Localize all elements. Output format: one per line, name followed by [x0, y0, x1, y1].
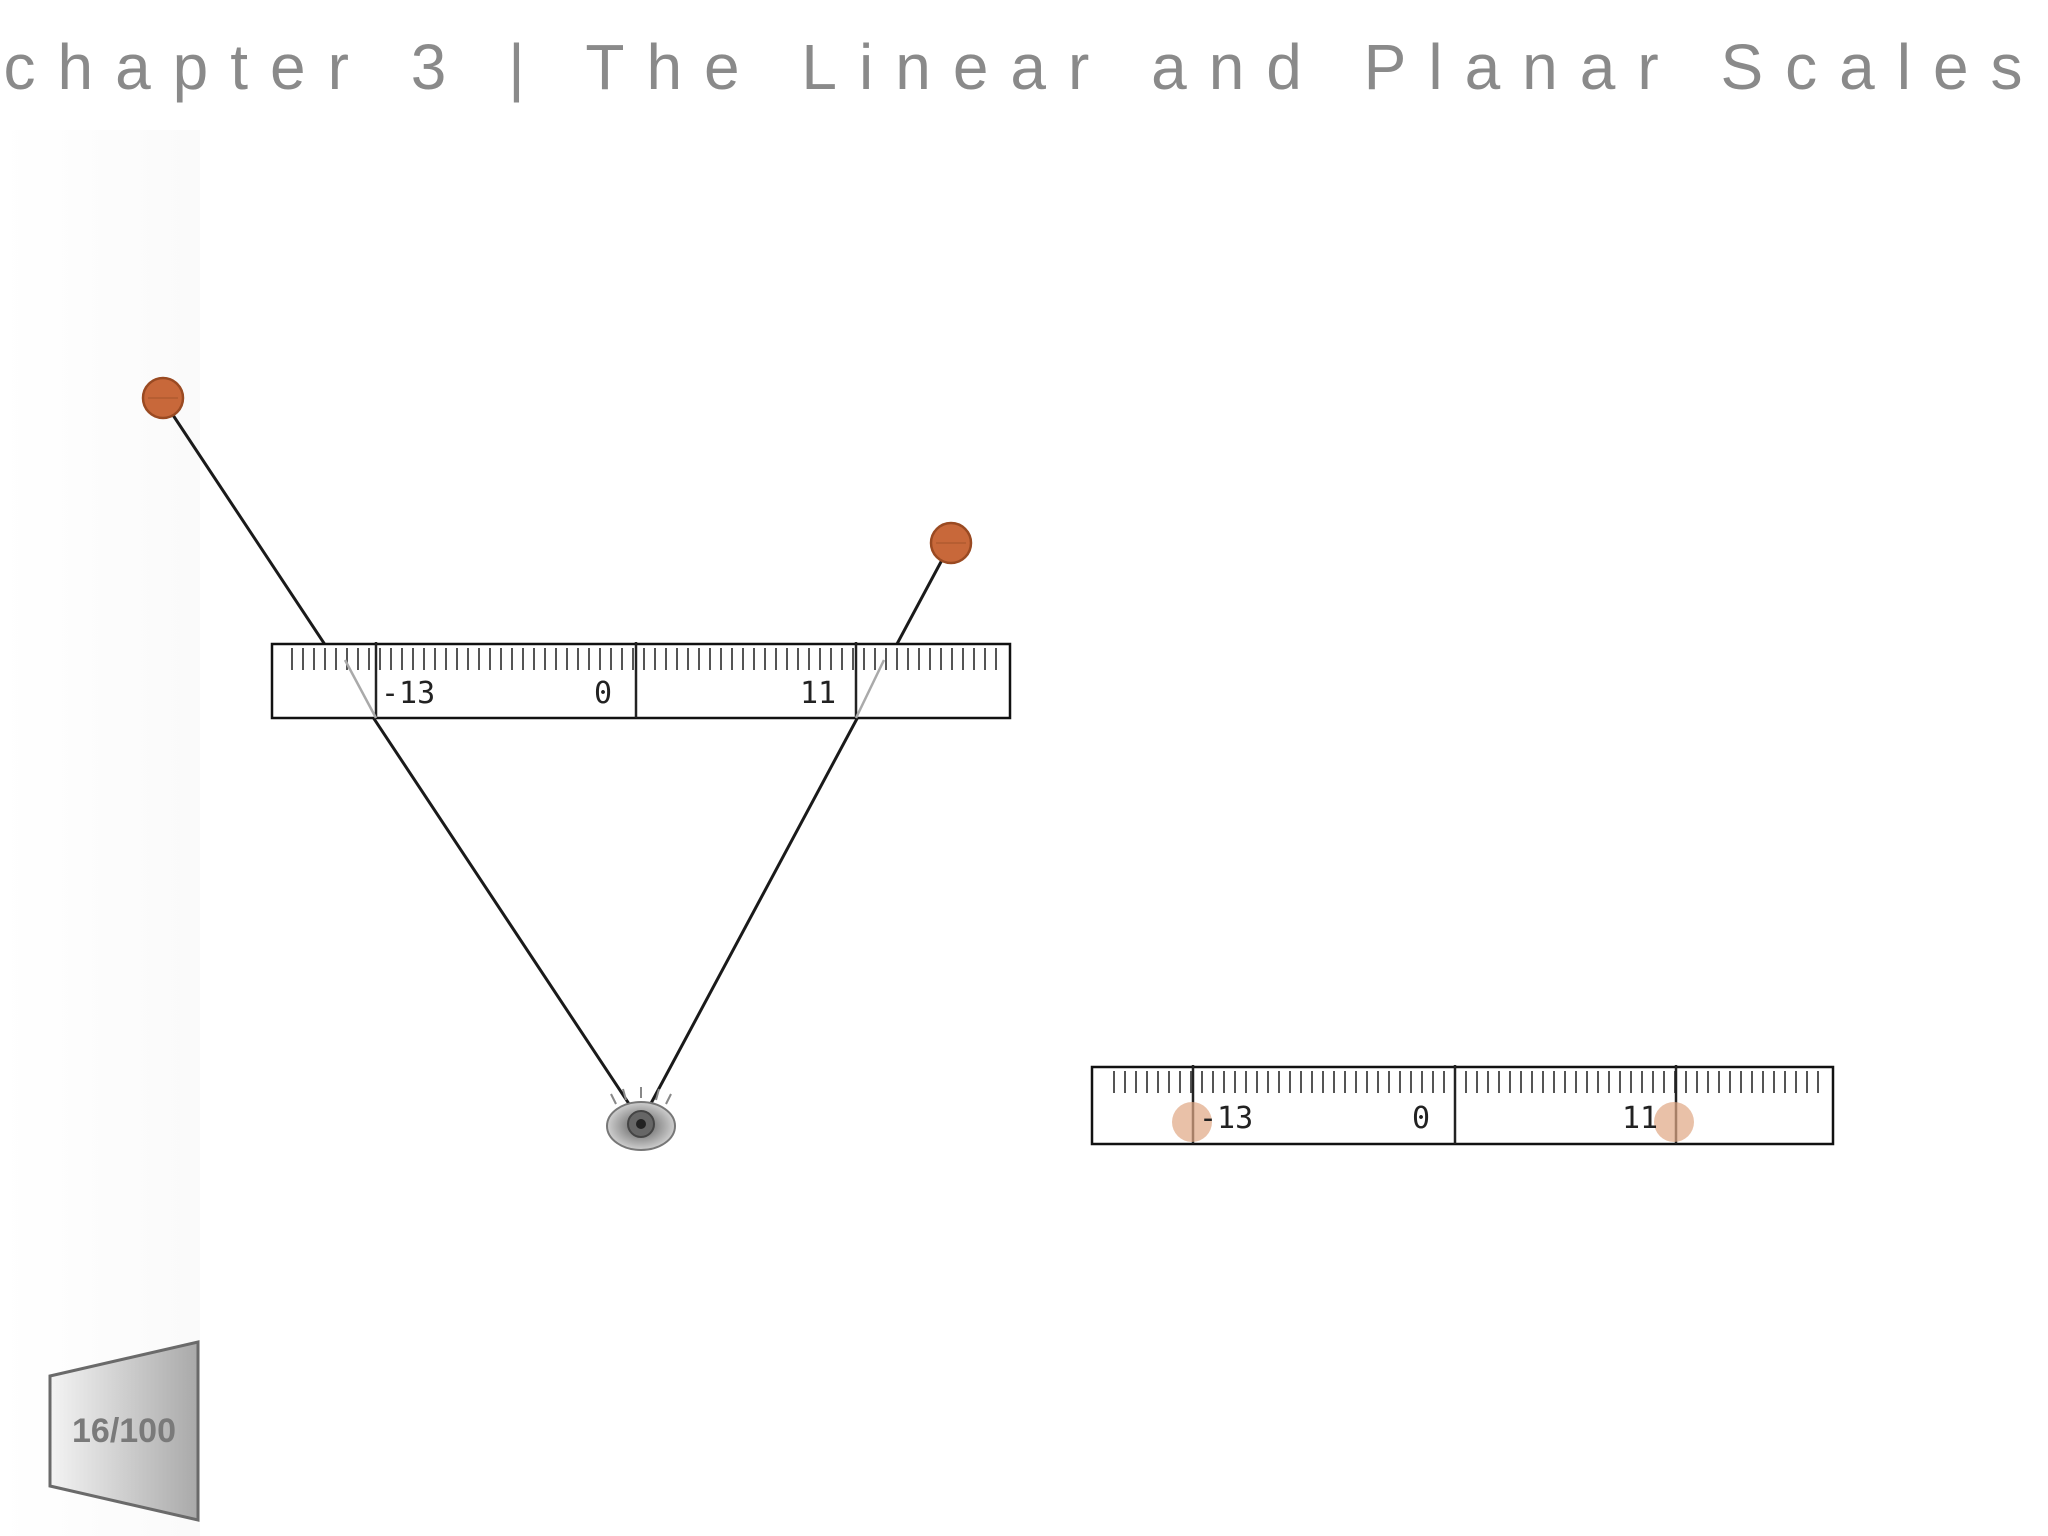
lower-ruler-ticks: [1113, 1071, 1819, 1093]
upper-ruler: -13 0 11: [270, 642, 1012, 720]
upper-ruler-sight-right: [854, 659, 886, 719]
lower-ruler-label-left: -13: [1199, 1101, 1253, 1136]
left-shade: [0, 130, 200, 1536]
page-counter-shape: [48, 1340, 200, 1522]
page-counter-label: 16/100: [72, 1412, 176, 1450]
eye-icon: [606, 1087, 676, 1151]
lower-ruler-body: [1090, 1065, 1835, 1146]
page-counter-button[interactable]: 16/100: [48, 1340, 200, 1522]
upper-ruler-sight-left: [343, 659, 378, 719]
upper-ruler-label-zero: 0: [594, 676, 612, 711]
upper-ruler-label-right: 11: [800, 676, 836, 711]
lower-ruler-label-zero: 0: [1412, 1101, 1430, 1136]
upper-ruler-ticks: [291, 648, 997, 670]
upper-ruler-label-left: -13: [381, 676, 435, 711]
lower-ruler-label-right: 11: [1622, 1101, 1658, 1136]
object-points: [141, 376, 973, 565]
sight-line-left: [161, 399, 643, 1123]
projected-point-right: [1654, 1102, 1694, 1142]
sight-line-right: [639, 544, 952, 1123]
page-title: chapter 3 | The Linear and Planar Scales: [3, 31, 2045, 103]
sight-lines: [161, 399, 952, 1123]
projected-point-left: [1172, 1102, 1212, 1142]
lower-ruler: -13 0 11: [1090, 1065, 1835, 1146]
